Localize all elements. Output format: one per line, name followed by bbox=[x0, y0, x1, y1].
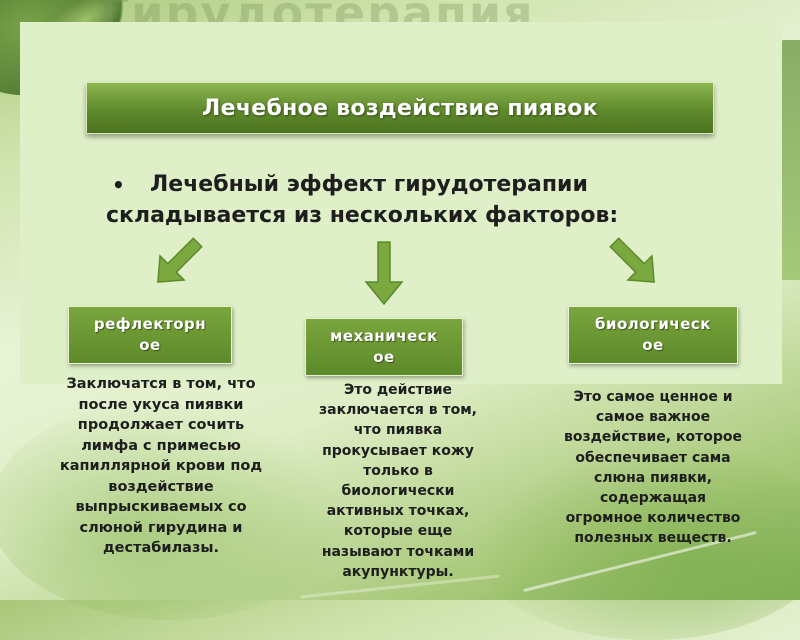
factor-description-reflex: Заключатся в том, что после укуса пиявки… bbox=[59, 376, 263, 556]
arrow-down-left-icon bbox=[157, 237, 203, 283]
arrow-down-right-icon bbox=[609, 237, 655, 283]
factor-description-mechanical: Это действие заключается в том, что пияв… bbox=[318, 382, 477, 580]
arrow-down-icon bbox=[364, 241, 404, 306]
bullet-text-line2: складывается из нескольких факторов: bbox=[106, 203, 619, 228]
factor-label: биологическ ое bbox=[595, 315, 711, 354]
factor-label: рефлекторн ое bbox=[93, 315, 207, 354]
factor-box-mechanical: механическ ое bbox=[305, 318, 463, 376]
factor-box-biological: биологическ ое bbox=[568, 306, 738, 364]
factor-box-reflex: рефлекторн ое bbox=[68, 306, 232, 364]
title-bar: Лечебное воздействие пиявок bbox=[86, 82, 714, 134]
slide-title: Лечебное воздействие пиявок bbox=[202, 95, 598, 121]
factor-label: механическ ое bbox=[330, 327, 438, 366]
bullet-dot: • bbox=[112, 173, 125, 197]
bullet-text-line1: Лечебный эффект гирудотерапии bbox=[150, 172, 588, 197]
factor-description-biological: Это самое ценное и самое важное воздейст… bbox=[564, 389, 742, 547]
